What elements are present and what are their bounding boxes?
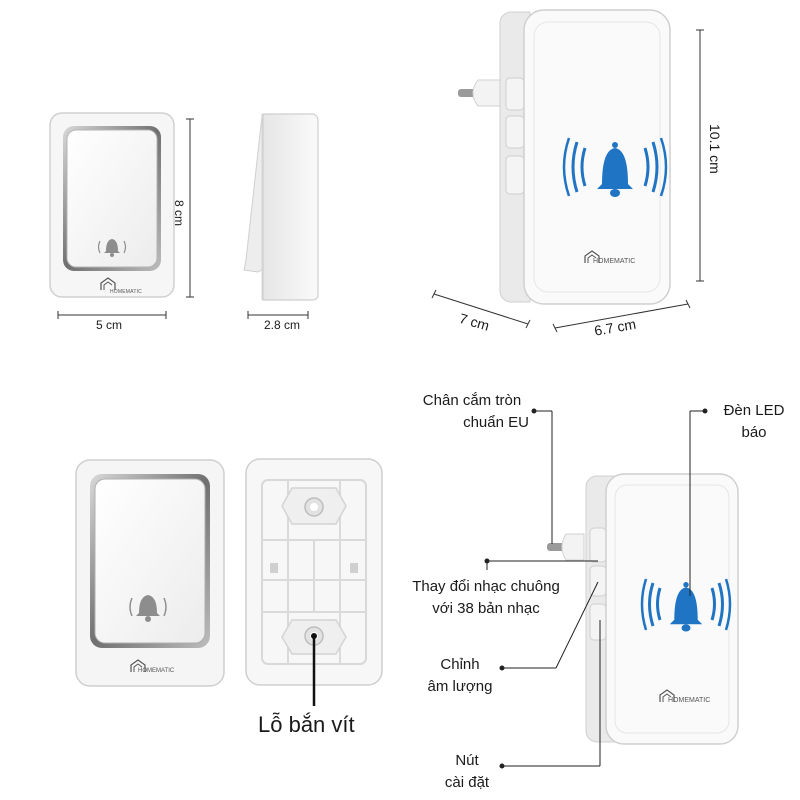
plug-callout-line1: Chân cắm tròn bbox=[422, 392, 522, 409]
volume-callout: Chỉnh âm lượng bbox=[420, 654, 500, 698]
plug-callout: Chân cắm tròn chuẩn EU bbox=[405, 390, 539, 434]
led-callout-line1: Đèn LED bbox=[723, 402, 785, 419]
brand-logo-text: HOMEMATIC bbox=[138, 668, 175, 674]
volume-callout-line1: Chỉnh bbox=[440, 656, 480, 673]
receiver-depth-dimension-line bbox=[431, 289, 531, 329]
receiver-height-label: 10.1 cm bbox=[707, 124, 723, 174]
button-width-dimension-line bbox=[57, 311, 167, 319]
plug-callout-line2: chuẩn EU bbox=[463, 414, 529, 431]
ringtone-callout: Thay đổi nhạc chuông với 38 bản nhạc bbox=[396, 576, 576, 620]
led-callout: Đèn LED báo bbox=[712, 400, 796, 444]
receiver-height-dimension-line bbox=[696, 29, 704, 282]
brand-logo-text: HOMEMATIC bbox=[593, 258, 636, 265]
ringtone-callout-line2: với 38 bản nhạc bbox=[432, 600, 540, 617]
bell-led-icon bbox=[562, 137, 668, 197]
brand-logo-text: HOMEMATIC bbox=[668, 697, 711, 704]
button-height-label: 8 cm bbox=[172, 200, 186, 227]
volume-callout-line2: âm lượng bbox=[427, 678, 493, 695]
button-width-label: 5 cm bbox=[96, 318, 123, 332]
button-depth-dimension-line bbox=[247, 311, 309, 319]
button-front-top bbox=[49, 112, 175, 298]
receiver-top bbox=[458, 9, 671, 305]
bell-led-icon bbox=[640, 578, 732, 632]
button-height-dimension-line bbox=[186, 118, 194, 298]
button-front-bottom bbox=[75, 459, 225, 687]
screw-hole-callout: Lỗ bắn vít bbox=[258, 712, 355, 737]
button-side-view bbox=[243, 113, 319, 301]
callout-lines bbox=[484, 408, 708, 769]
screw-hole-pointer bbox=[311, 633, 317, 706]
ringtone-callout-line1: Thay đổi nhạc chuông bbox=[412, 578, 560, 595]
bell-icon bbox=[129, 595, 167, 622]
button-depth-label: 2.8 cm bbox=[264, 318, 301, 332]
setup-callout-line2: cài đặt bbox=[444, 774, 490, 791]
setup-callout: Nút cài đặt bbox=[434, 750, 500, 794]
setup-callout-line1: Nút bbox=[455, 752, 479, 769]
receiver-bottom bbox=[547, 473, 739, 745]
led-callout-line2: báo bbox=[741, 424, 767, 441]
receiver-width-dimension-line bbox=[552, 299, 691, 333]
bell-icon bbox=[97, 239, 127, 257]
brand-logo-text: HOMEMATIC bbox=[110, 289, 142, 295]
